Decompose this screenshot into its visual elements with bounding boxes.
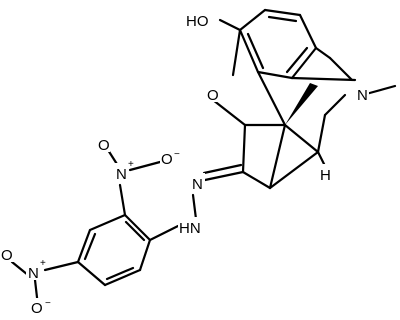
stereo-wedge (285, 83, 318, 125)
hydroxyl-bond (218, 18, 242, 32)
nitro-n-top-label: N (116, 166, 127, 183)
nitro-minus-bottom: − (45, 298, 51, 309)
nitro-plus-bottom: + (40, 258, 46, 269)
nitro-o-top-label: O (98, 137, 110, 154)
ring-oxygen-label: O (207, 87, 219, 104)
hydroxyl-label: HO (186, 13, 209, 30)
nitro-plus-top: + (128, 159, 134, 170)
nitro-o-top-neg-label: O (161, 151, 173, 168)
stereo-h-label: H (320, 167, 331, 184)
nitro-minus-top: − (174, 149, 180, 160)
morphinan-skeleton (241, 46, 397, 190)
hydrazone-nh-label: HN (179, 220, 201, 237)
phenol-ring (238, 8, 318, 80)
nitro-o-bottom-label: O (1, 247, 13, 264)
ether-bonds (211, 28, 247, 127)
hydrazone-linkage (148, 163, 245, 242)
nitro-o-bottom-neg-label: O (31, 300, 43, 317)
dinitrophenyl-ring (76, 213, 152, 287)
amine-n-label: N (357, 87, 368, 104)
nitro-n-bottom-label: N (28, 265, 39, 282)
hydrazone-n1-label: N (192, 176, 203, 193)
